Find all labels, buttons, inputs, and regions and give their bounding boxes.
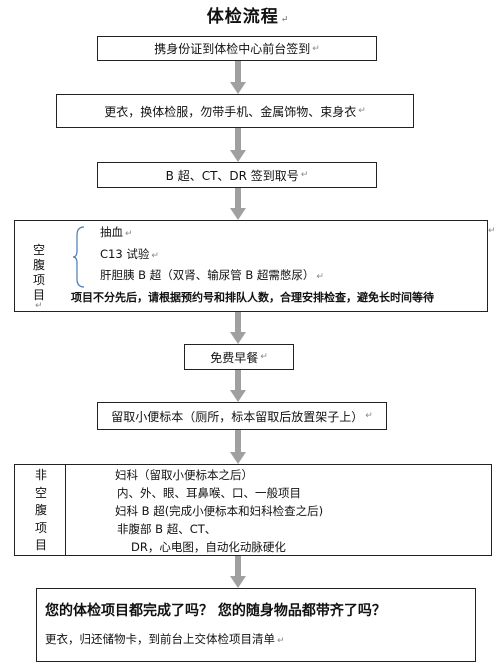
fasting-box-mark: ↵ [488,226,496,236]
page-title: 体检流程↵ [206,7,290,27]
arrow-1 [230,60,246,94]
arrow-5 [230,370,246,402]
breakfast-text: 免费早餐 [210,350,259,365]
fasting-label: 空 腹 项 目 [32,243,45,302]
nonfasting-items-box: 非 空 腹 项 目 妇科（留取小便标本之后） 内、外、眼、耳鼻喉、口、一般项目 … [14,464,492,556]
nonfasting-item-gynecology: 妇科（留取小便标本之后） [115,468,253,482]
nonfasting-label: 非 空 腹 项 目 [34,468,47,552]
fasting-label-mark: ↵ [35,301,43,311]
urine-sample-box: 留取小便标本（厕所，标本留取后放置架子上）↵ [97,402,387,430]
fasting-item-blood: 抽血↵ [100,225,133,239]
nonfasting-divider [65,465,66,555]
fasting-items-box: 空 腹 项 目 ↵ 抽血↵ C13 试验↵ 肝胆胰 B 超（双肾、输尿管 B 超… [14,220,488,312]
breakfast-box: 免费早餐↵ [184,344,294,370]
step-checkin-text: 携身份证到体检中心前台签到 [154,42,311,56]
arrow-4 [230,312,246,344]
nonfasting-item-gyn-ultrasound: 妇科 B 超(完成小便标本和妇科检查之后) [115,504,324,518]
final-question: 您的体检项目都完成了吗？ 您的随身物品都带齐了吗？ [45,603,386,619]
final-check-box: 您的体检项目都完成了吗？ 您的随身物品都带齐了吗？ 更衣，归还储物卡，到前台上交… [36,588,476,662]
nonfasting-item-general: 内、外、眼、耳鼻喉、口、一般项目 [117,486,301,500]
step-change-text: 更衣，换体检服，勿带手机、金属饰物、束身衣 [104,104,357,119]
step-change-box: 更衣，换体检服，勿带手机、金属饰物、束身衣↵ [56,94,414,128]
fasting-item-c13: C13 试验↵ [100,247,159,261]
step-checkin-box: 携身份证到体检中心前台签到↵ [97,36,377,61]
arrow-3 [230,188,246,220]
fasting-brace [73,226,85,288]
fasting-note: 项目不分先后，请根据预约号和排队人数，合理安排检查，避免长时间等待 [71,291,434,304]
final-instruction: 更衣，归还储物卡，到前台上交体检项目清单↵ [45,632,285,646]
step-signin-box: B 超、CT、DR 签到取号↵ [97,162,377,188]
step-signin-text: B 超、CT、DR 签到取号 [165,168,299,183]
arrow-7 [230,556,246,588]
fasting-item-ultrasound: 肝胆胰 B 超（双肾、输尿管 B 超需憋尿）↵ [100,268,324,282]
nonfasting-item-ultrasound-ct: 非腹部 B 超、CT、 [117,522,217,536]
arrow-6 [230,430,246,464]
arrow-2 [230,128,246,162]
urine-sample-text: 留取小便标本（厕所，标本留取后放置架子上） [111,409,364,424]
nonfasting-item-dr-ecg: DR，心电图，自动化动脉硬化 [131,540,286,554]
